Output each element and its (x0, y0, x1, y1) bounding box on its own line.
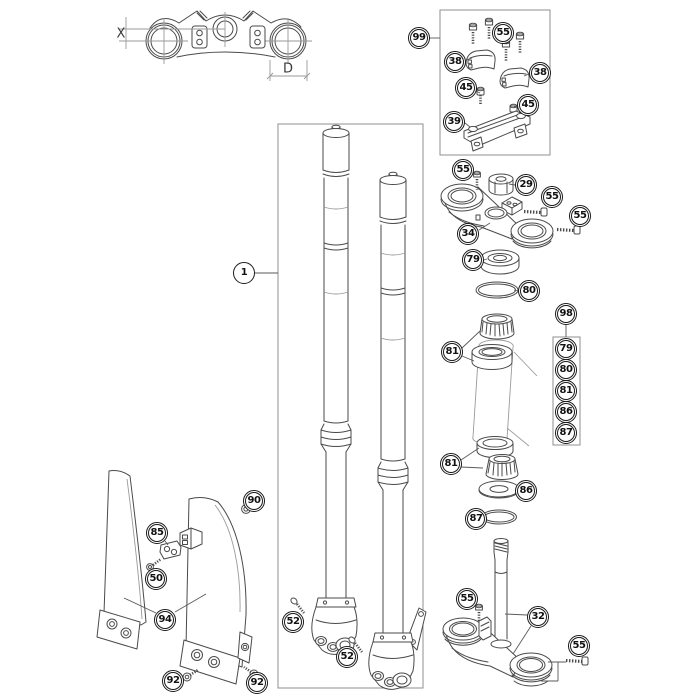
fork-leg-left (311, 124, 358, 655)
bearing-race-lower (476, 436, 514, 458)
callout-85[interactable]: 85 (146, 522, 168, 544)
callout-50[interactable]: 50 (145, 568, 167, 590)
callout-52[interactable]: 52 (282, 611, 304, 633)
taper-bearing-lower (485, 454, 519, 480)
callout-86[interactable]: 86 (555, 401, 577, 423)
callout-55[interactable]: 55 (541, 186, 563, 208)
callout-45[interactable]: 45 (517, 94, 539, 116)
callout-55[interactable]: 55 (492, 22, 514, 44)
offset-dimension-lines (119, 17, 225, 49)
callout-52[interactable]: 52 (336, 646, 358, 668)
socket-screw-45 (476, 86, 485, 105)
callout-81[interactable]: 81 (440, 453, 462, 475)
callout-38[interactable]: 38 (529, 62, 551, 84)
callout-80[interactable]: 80 (518, 280, 540, 302)
clamp-piece-85 (159, 540, 182, 560)
triple-clamp-top-view (119, 10, 312, 81)
callout-81[interactable]: 81 (441, 341, 463, 363)
fork-protector-right (179, 497, 253, 685)
bolt-55 (475, 603, 483, 622)
callout-55[interactable]: 55 (568, 635, 590, 657)
o-ring-80 (475, 281, 519, 299)
callout-29[interactable]: 29 (515, 174, 537, 196)
handlebar-clamp-cap (465, 49, 496, 71)
bolt-55 (565, 656, 589, 666)
screw-52 (290, 597, 306, 614)
callout-38[interactable]: 38 (444, 51, 466, 73)
triple-clamp-top-3d (440, 170, 581, 299)
screw-92 (182, 668, 199, 682)
bearing-race-upper (471, 344, 513, 370)
axle-clamp-right (368, 607, 427, 690)
handlebar-clamp-parts (463, 17, 531, 152)
bolt-55 (484, 17, 494, 40)
bearing-cap-79 (480, 249, 520, 275)
callout-79[interactable]: 79 (555, 338, 577, 360)
callout-45[interactable]: 45 (455, 77, 477, 99)
callout-92[interactable]: 92 (246, 672, 268, 694)
callout-92[interactable]: 92 (162, 670, 184, 692)
triple-clamp-bottom-3d (442, 538, 589, 687)
fork-assembly-box (277, 123, 424, 689)
bolt-55 (556, 225, 581, 235)
callout-55[interactable]: 55 (569, 205, 591, 227)
handlebar-lower-mount (463, 110, 531, 152)
callout-34[interactable]: 34 (457, 223, 479, 245)
callout-94[interactable]: 94 (154, 609, 176, 631)
callout-32[interactable]: 32 (527, 606, 549, 628)
bolt-55 (468, 22, 478, 45)
callout-1[interactable]: 1 (233, 262, 255, 284)
dimension-label-x: X (116, 26, 126, 42)
bolt-55 (515, 31, 525, 53)
dust-washer-86 (478, 480, 520, 499)
fork-protector-left (96, 470, 147, 650)
steering-head-bearings (471, 313, 538, 525)
steering-stem-nut (488, 173, 514, 196)
callout-55[interactable]: 55 (452, 159, 474, 181)
callout-99[interactable]: 99 (408, 27, 430, 49)
screw-52 (348, 636, 364, 653)
callout-80[interactable]: 80 (555, 359, 577, 381)
callout-81[interactable]: 81 (555, 380, 577, 402)
callout-79[interactable]: 79 (462, 249, 484, 271)
callout-98[interactable]: 98 (555, 303, 577, 325)
callout-55[interactable]: 55 (456, 588, 478, 610)
steering-stem (493, 538, 509, 640)
fork-leg-right (368, 171, 427, 690)
dimension-label-d: D (282, 61, 294, 77)
bolt-55 (523, 207, 548, 217)
taper-bearing-upper (479, 313, 515, 340)
callout-87[interactable]: 87 (555, 422, 577, 444)
bolt-55 (473, 170, 481, 190)
handlebar-parts-box (439, 9, 551, 156)
callout-87[interactable]: 87 (465, 508, 487, 530)
bearing-kit-ref-box (552, 336, 581, 446)
handlebar-clamp-cap (499, 67, 530, 89)
callout-90[interactable]: 90 (243, 490, 265, 512)
callout-86[interactable]: 86 (515, 480, 537, 502)
diameter-dimension-lines (266, 60, 311, 81)
callout-39[interactable]: 39 (443, 111, 465, 133)
